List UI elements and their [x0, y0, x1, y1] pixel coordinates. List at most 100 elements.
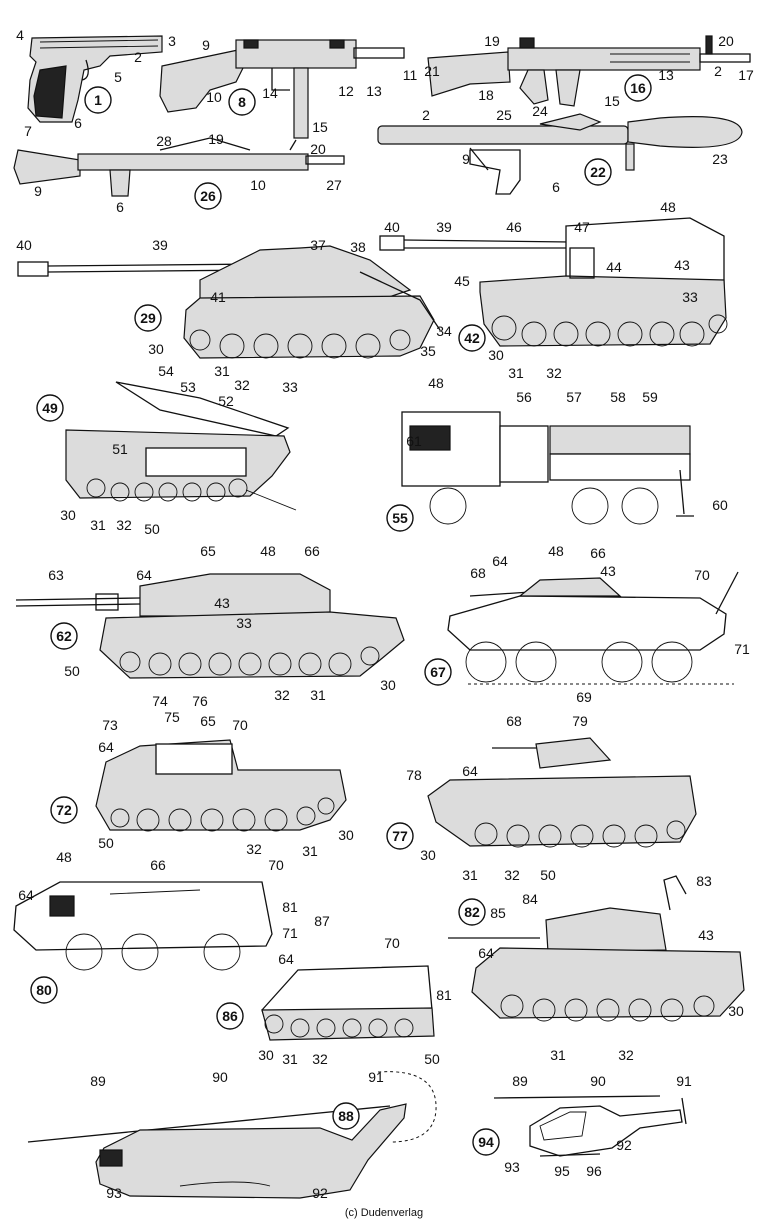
- part-label: 48: [548, 543, 564, 559]
- figure-ref-number: 55: [392, 510, 408, 526]
- part-label: 17: [738, 67, 754, 83]
- part-label: 60: [712, 497, 728, 513]
- part-label: 30: [488, 347, 504, 363]
- part-label: 64: [136, 567, 152, 583]
- part-label: 66: [590, 545, 606, 561]
- part-label: 89: [512, 1073, 528, 1089]
- part-label: 24: [532, 103, 548, 119]
- part-label: 21: [424, 63, 440, 79]
- part-label: 70: [384, 935, 400, 951]
- part-label: 45: [454, 273, 470, 289]
- figure-ref-62: 62: [50, 622, 78, 650]
- figure-ref-82: 82: [458, 898, 486, 926]
- part-label: 30: [420, 847, 436, 863]
- part-label: 66: [150, 857, 166, 873]
- part-label: 31: [282, 1051, 298, 1067]
- part-label: 50: [424, 1051, 440, 1067]
- part-label: 13: [366, 83, 382, 99]
- figure-ref-number: 16: [630, 80, 646, 96]
- part-label: 31: [90, 517, 106, 533]
- figure-ref-77: 77: [386, 822, 414, 850]
- part-label: 32: [504, 867, 520, 883]
- part-label: 71: [282, 925, 298, 941]
- part-label: 43: [674, 257, 690, 273]
- part-label: 95: [554, 1163, 570, 1179]
- part-label: 20: [310, 141, 326, 157]
- part-label: 3: [168, 33, 176, 49]
- part-label: 5: [114, 69, 122, 85]
- part-label: 32: [546, 365, 562, 381]
- figure-ref-circle: [30, 976, 58, 1004]
- figure-ref-number: 82: [464, 904, 480, 920]
- part-label: 61: [406, 433, 422, 449]
- part-label: 39: [436, 219, 452, 235]
- wheeled-recon-drawing: [447, 571, 739, 685]
- part-label: 38: [350, 239, 366, 255]
- part-label: 90: [590, 1073, 606, 1089]
- part-label: 30: [338, 827, 354, 843]
- part-label: 15: [604, 93, 620, 109]
- part-label: 44: [606, 259, 622, 275]
- figure-ref-86: 86: [216, 1002, 244, 1030]
- part-label: 96: [586, 1163, 602, 1179]
- figure-ref-number: 86: [222, 1008, 238, 1024]
- figure-ref-number: 1: [94, 92, 102, 108]
- part-label: 33: [282, 379, 298, 395]
- figure-ref-29: 29: [134, 304, 162, 332]
- part-label: 92: [616, 1137, 632, 1153]
- part-label: 19: [484, 33, 500, 49]
- part-label: 64: [98, 739, 114, 755]
- part-label: 33: [236, 615, 252, 631]
- pistol-drawing: [27, 35, 163, 123]
- part-label: 31: [508, 365, 524, 381]
- figure-ref-circle: [216, 1002, 244, 1030]
- part-label: 33: [682, 289, 698, 305]
- part-label: 47: [574, 219, 590, 235]
- part-label: 10: [250, 177, 266, 193]
- figure-ref-circle: [134, 304, 162, 332]
- part-label: 50: [98, 835, 114, 851]
- part-label: 13: [658, 67, 674, 83]
- part-label: 20: [718, 33, 734, 49]
- part-label: 30: [60, 507, 76, 523]
- part-label: 54: [158, 363, 174, 379]
- figure-ref-number: 80: [36, 982, 52, 998]
- part-label: 6: [552, 179, 560, 195]
- part-label: 83: [696, 873, 712, 889]
- part-label: 19: [208, 131, 224, 147]
- part-label: 48: [660, 199, 676, 215]
- part-label: 71: [734, 641, 750, 657]
- figure-ref-88: 88: [332, 1102, 360, 1130]
- part-label: 64: [462, 763, 478, 779]
- part-label: 40: [16, 237, 32, 253]
- part-label: 93: [504, 1159, 520, 1175]
- part-label: 2: [714, 63, 722, 79]
- submachine-gun-drawing: [159, 39, 405, 139]
- assault-rifle-drawing: [427, 35, 751, 107]
- part-label: 7: [24, 123, 32, 139]
- figure-ref-26: 26: [194, 182, 222, 210]
- figure-ref-circle: [458, 324, 486, 352]
- part-label: 74: [152, 693, 168, 709]
- figure-ref-circle: [386, 822, 414, 850]
- part-label: 43: [698, 927, 714, 943]
- part-label: 32: [116, 517, 132, 533]
- part-label: 81: [436, 987, 452, 1003]
- figure-ref-8: 8: [228, 88, 256, 116]
- main-battle-tank-drawing: [15, 573, 405, 679]
- tank-destroyer-drawing: [95, 739, 347, 832]
- figure-ref-circle: [332, 1102, 360, 1130]
- part-label: 68: [506, 713, 522, 729]
- part-label: 91: [676, 1073, 692, 1089]
- figure-ref-circle: [424, 658, 452, 686]
- part-label: 28: [156, 133, 172, 149]
- part-label: 64: [492, 553, 508, 569]
- part-label: 58: [610, 389, 626, 405]
- part-label: 31: [302, 843, 318, 859]
- part-label: 30: [148, 341, 164, 357]
- figure-ref-number: 67: [430, 664, 446, 680]
- part-label: 66: [304, 543, 320, 559]
- part-label: 50: [540, 867, 556, 883]
